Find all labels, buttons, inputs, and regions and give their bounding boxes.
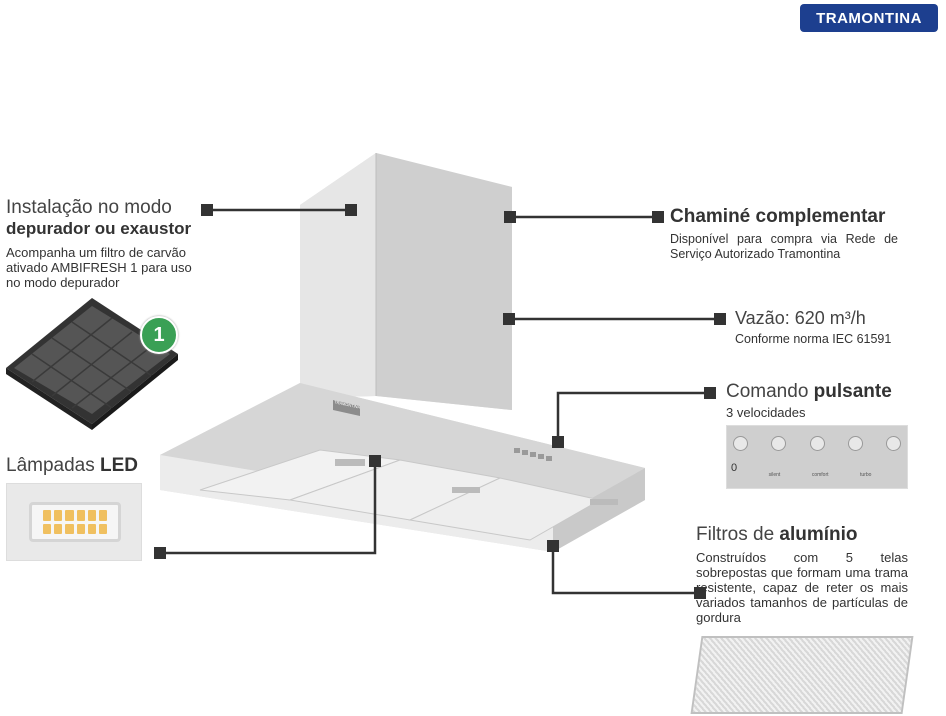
lamps-title-light: Lâmpadas <box>6 455 95 476</box>
chimney-description: Disponível para compra via Rede de Servi… <box>670 232 898 261</box>
filters-title: Filtros de alumínio <box>696 524 858 546</box>
install-title-light: Instalação no modo <box>6 197 172 218</box>
led-lamp-image <box>6 483 142 561</box>
panel-label-off: 0 <box>731 462 738 474</box>
brand-logo: TRAMONTINA <box>800 4 938 32</box>
aluminum-filter-image <box>690 636 914 714</box>
carbon-filter-image <box>6 298 178 430</box>
lamps-title: Lâmpadas LED <box>6 455 138 477</box>
filters-title-bold: alumínio <box>779 524 858 545</box>
install-description: Acompanha um filtro de carvão ativado AM… <box>6 245 192 290</box>
flow-title: Vazão: 620 m³/h <box>735 308 866 328</box>
filter-count-value: 1 <box>153 323 165 346</box>
chimney-title: Chaminé complementar <box>670 206 886 227</box>
lamps-title-bold: LED <box>100 455 139 476</box>
filters-title-light: Filtros de <box>696 524 775 545</box>
panel-label-silent: silent <box>768 472 781 478</box>
panel-label-comfort: comfort <box>811 472 829 478</box>
flow-description: Conforme norma IEC 61591 <box>735 332 892 346</box>
hood-brand-plate: TRAMONTINA <box>333 399 361 410</box>
control-title-light: Comando <box>726 381 809 402</box>
control-description: 3 velocidades <box>726 405 806 420</box>
control-title-bold: pulsante <box>813 381 892 402</box>
control-title: Comando pulsante <box>726 381 892 403</box>
filter-count-badge: 1 <box>140 316 178 354</box>
install-title-bold: depurador ou exaustor <box>6 219 192 238</box>
control-panel-image: 0 silent comfort turbo <box>726 425 908 489</box>
panel-label-turbo: turbo <box>860 472 872 478</box>
filters-description: Construídos com 5 telas sobrepostas que … <box>696 550 908 625</box>
range-hood-image <box>160 153 645 552</box>
